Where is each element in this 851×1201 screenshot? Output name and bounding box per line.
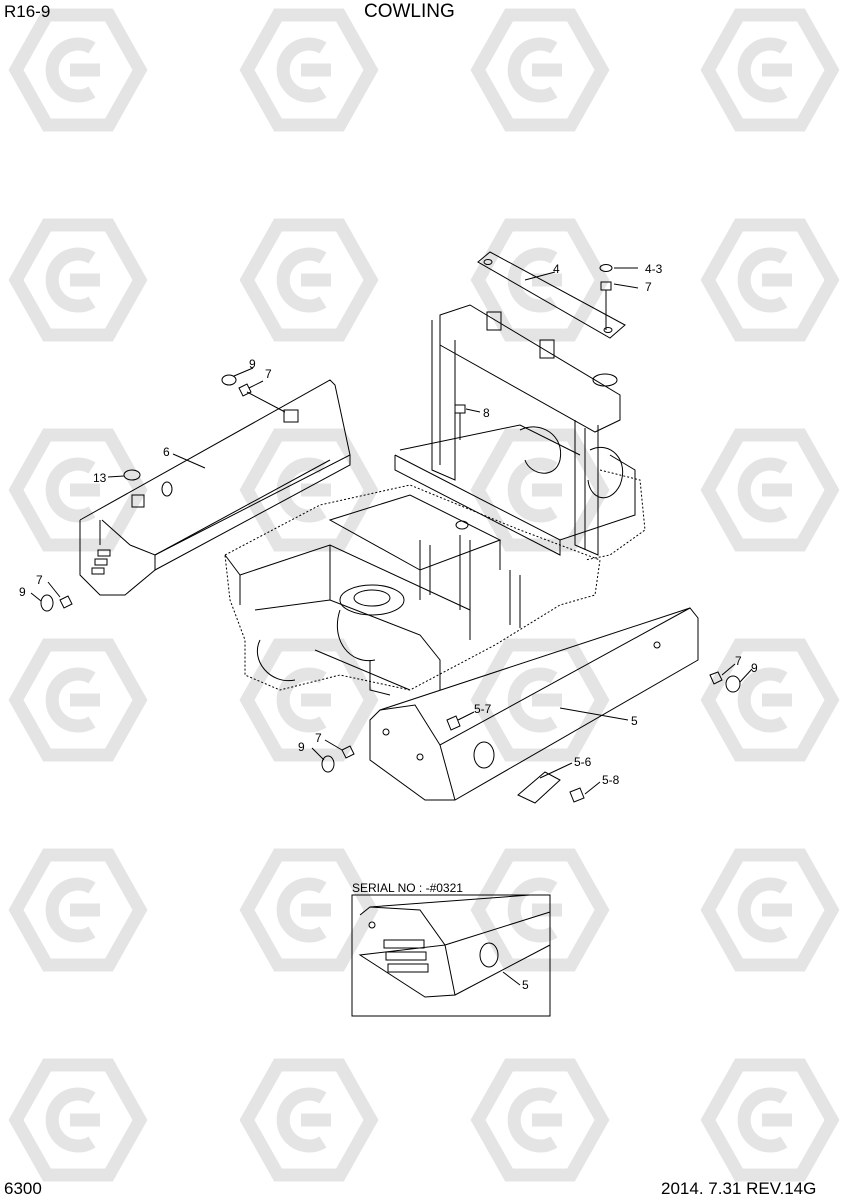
watermark-logo-icon: [470, 8, 610, 132]
watermark-logo-icon: [239, 218, 379, 342]
callout-label: 5: [631, 714, 638, 728]
watermark-logo-icon: [239, 1058, 379, 1182]
callout-label: 9: [19, 585, 26, 599]
callout-label: 7: [36, 573, 43, 587]
callout-label: 5-6: [574, 755, 592, 769]
watermark-logo-icon: [239, 638, 379, 762]
callout-label: 7: [645, 280, 652, 294]
watermark-logo-icon: [8, 428, 148, 552]
watermark-logo-icon: [8, 1058, 148, 1182]
lower-base-frame: [224, 484, 601, 696]
watermark-logo-icon: [470, 428, 610, 552]
callout-label: 7: [735, 654, 742, 668]
watermark-logo-icon: [700, 638, 840, 762]
watermark-logo-icon: [700, 8, 840, 132]
inset-callout: 5: [522, 978, 529, 992]
callout-label: 9: [249, 357, 256, 371]
date-revision: 2014. 7.31 REV.14G: [661, 1179, 817, 1198]
callout-label: 9: [751, 661, 758, 675]
watermark-logo-icon: [8, 848, 148, 972]
watermark-logo-icon: [8, 638, 148, 762]
watermark-logo-icon: [470, 1058, 610, 1182]
model-number: 6300: [4, 1179, 42, 1198]
part-6-side-cover: [40, 374, 351, 612]
callout-label: 4-3: [645, 262, 663, 276]
callout-label: 13: [93, 471, 107, 485]
upper-frame: [394, 304, 646, 561]
callout-label: 5-7: [474, 702, 492, 716]
page-title: COWLING: [364, 1, 455, 22]
watermark-logo-icon: [8, 218, 148, 342]
watermark-logo-icon: [239, 428, 379, 552]
watermark-logo-icon: [700, 1058, 840, 1182]
page-reference: R16-9: [4, 2, 51, 21]
callout-label: 6: [163, 445, 170, 459]
leader-lines: [30, 267, 753, 795]
part-4-plate: [454, 251, 626, 440]
callout-label: 7: [315, 731, 322, 745]
serial-inset-box: SERIAL NO : -#0321 5: [351, 881, 551, 1017]
watermark-logo-icon: [700, 428, 840, 552]
callout-label: 8: [483, 406, 490, 420]
watermark-logo-icon: [239, 848, 379, 972]
watermark-logo-icon: [239, 8, 379, 132]
part-5-front-cover: [321, 607, 741, 804]
watermark-logo-icon: [700, 218, 840, 342]
callout-label: 7: [265, 367, 272, 381]
watermark-logo-icon: [470, 218, 610, 342]
callout-labels: 4 4-3 7 8 9 7 6 13 7 9 7 9 5 5-7 7 9 5-6…: [19, 262, 758, 787]
watermark-logo-icon: [470, 638, 610, 762]
watermark-logo-icon: [700, 848, 840, 972]
watermark-logo-icon: [470, 848, 610, 972]
inset-caption: SERIAL NO : -#0321: [352, 881, 463, 895]
callout-label: 9: [298, 740, 305, 754]
callout-label: 5-8: [602, 773, 620, 787]
watermark-logo-icon: [8, 8, 148, 132]
callout-label: 4: [553, 262, 560, 276]
